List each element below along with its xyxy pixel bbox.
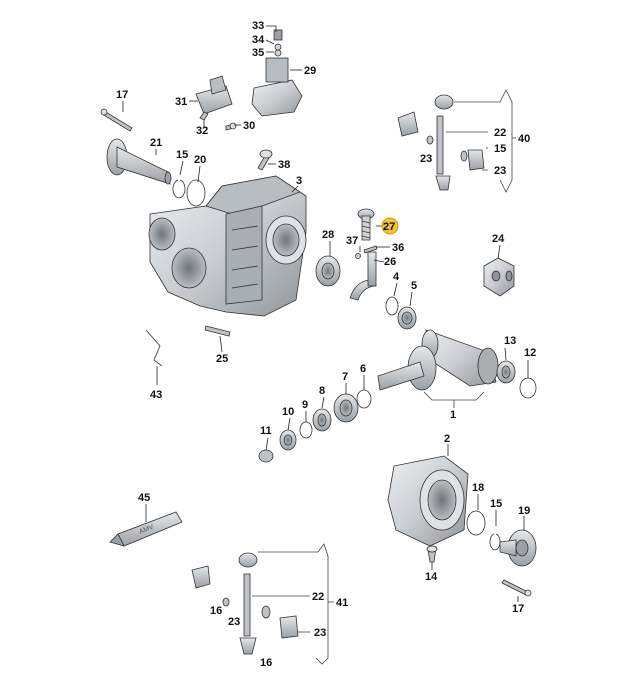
label-20: 20 (194, 154, 206, 166)
label-4: 4 (393, 271, 400, 283)
circlip-15-top (172, 179, 186, 199)
label-30: 30 (243, 120, 255, 132)
label-33: 33 (252, 20, 264, 32)
label-7: 7 (342, 371, 348, 383)
label-32: 32 (196, 125, 208, 137)
label-40: 40 (518, 133, 530, 145)
small-parts-36-37-26 (355, 245, 378, 259)
strip-25 (204, 325, 231, 337)
ring-4 (385, 296, 399, 316)
gearbox-housing (148, 175, 307, 317)
leader-lines (122, 25, 529, 665)
label-16-a: 16 (210, 605, 222, 617)
flange-shaft-21 (106, 138, 172, 185)
label-23-kit40-b: 23 (494, 165, 506, 177)
bearing-10 (279, 429, 297, 451)
screw-32 (199, 111, 209, 121)
label-34: 34 (252, 34, 265, 46)
circlip-15-bottom (489, 533, 501, 551)
bearing-5 (397, 306, 417, 330)
label-11: 11 (260, 425, 272, 437)
label-16-b: 16 (260, 657, 272, 669)
bearing-7 (333, 393, 359, 423)
label-6: 6 (360, 363, 366, 375)
shift-fork (349, 251, 377, 301)
differential-assembly-1 (377, 329, 499, 391)
label-14: 14 (425, 571, 438, 583)
bolt-17-bottom (501, 579, 532, 597)
label-35: 35 (252, 47, 264, 59)
label-26: 26 (384, 256, 396, 268)
label-23-kit41-a: 23 (228, 616, 240, 628)
label-9: 9 (302, 399, 308, 411)
label-18: 18 (472, 482, 484, 494)
label-21: 21 (150, 137, 162, 149)
label-3: 3 (296, 175, 302, 187)
side-housing-2 (387, 455, 469, 547)
ring-9 (299, 421, 313, 439)
label-23-kit41-b: 23 (314, 627, 326, 639)
flange-19 (499, 529, 537, 567)
ring-18 (466, 510, 486, 536)
label-31: 31 (175, 96, 187, 108)
label-13: 13 (504, 335, 516, 347)
bearing-8 (312, 408, 332, 432)
sensor-assembly-29 (251, 29, 303, 117)
bolt-17-top (100, 108, 133, 132)
label-41: 41 (336, 597, 348, 609)
label-23-kit40-a: 23 (420, 153, 432, 165)
label-38: 38 (278, 159, 290, 171)
label-19: 19 (518, 505, 530, 517)
bracket-43 (145, 329, 163, 367)
ring-28 (315, 255, 341, 287)
part-labels: 33 34 35 29 17 31 32 30 40 22 15 23 23 2… (116, 20, 536, 669)
spider-housing-24 (483, 257, 515, 297)
label-25: 25 (216, 353, 228, 365)
label-5: 5 (411, 280, 417, 292)
gear-kit-41 (191, 552, 299, 655)
sealant-tube-45: AMV (109, 511, 183, 547)
label-45: 45 (138, 492, 150, 504)
label-22-bottom: 22 (312, 591, 324, 603)
label-8: 8 (319, 385, 325, 397)
small-parts-33-35 (274, 43, 282, 57)
label-12: 12 (524, 347, 536, 359)
label-15-top: 15 (176, 149, 188, 161)
label-2: 2 (444, 433, 450, 445)
label-10: 10 (282, 406, 294, 418)
label-17-top: 17 (116, 89, 128, 101)
label-22-top: 22 (494, 127, 506, 139)
label-36: 36 (392, 242, 404, 254)
plug-27 (357, 208, 375, 241)
label-17-bottom: 17 (512, 603, 524, 615)
label-27-highlight (381, 217, 399, 235)
label-27: 27 (383, 221, 395, 233)
nut-11 (258, 449, 274, 463)
bolt-14 (426, 545, 438, 563)
bolt-38 (257, 149, 273, 171)
gear-kit-40 (397, 94, 485, 191)
bearing-13 (496, 360, 516, 384)
label-1: 1 (450, 409, 456, 421)
screw-30 (225, 122, 237, 131)
bracket-31 (195, 75, 233, 115)
ring-12 (519, 377, 537, 399)
label-15-kit40: 15 (494, 143, 506, 155)
ring-20-top (186, 179, 206, 207)
label-24: 24 (492, 233, 505, 245)
label-29: 29 (304, 65, 316, 77)
ring-6 (356, 389, 372, 409)
label-43: 43 (150, 389, 162, 401)
label-37: 37 (346, 235, 358, 247)
label-15-bottom: 15 (490, 498, 502, 510)
label-28: 28 (322, 229, 334, 241)
